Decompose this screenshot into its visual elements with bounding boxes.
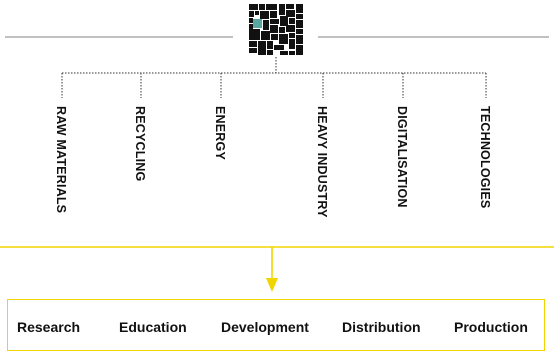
sector-digitalisation: DIGITALISATION: [395, 106, 409, 208]
sector-technologies: TECHNOLOGIES: [478, 106, 492, 209]
sector-heavy-industry: HEAVY INDUSTRY: [315, 106, 329, 218]
sector-raw-materials: RAW MATERIALS: [54, 106, 68, 214]
activity-education: Education: [119, 319, 187, 335]
activity-development: Development: [221, 319, 309, 335]
arrow-down-icon: [266, 247, 278, 292]
sector-recycling: RECYCLING: [133, 106, 147, 182]
activity-production: Production: [454, 319, 528, 335]
pixel-mosaic-logo-icon: [249, 4, 303, 55]
activity-research: Research: [17, 319, 81, 335]
sector-energy: ENERGY: [213, 106, 227, 160]
connector-tree: [61, 57, 487, 98]
activities-box: [7, 299, 545, 351]
activity-distribution: Distribution: [342, 319, 421, 335]
